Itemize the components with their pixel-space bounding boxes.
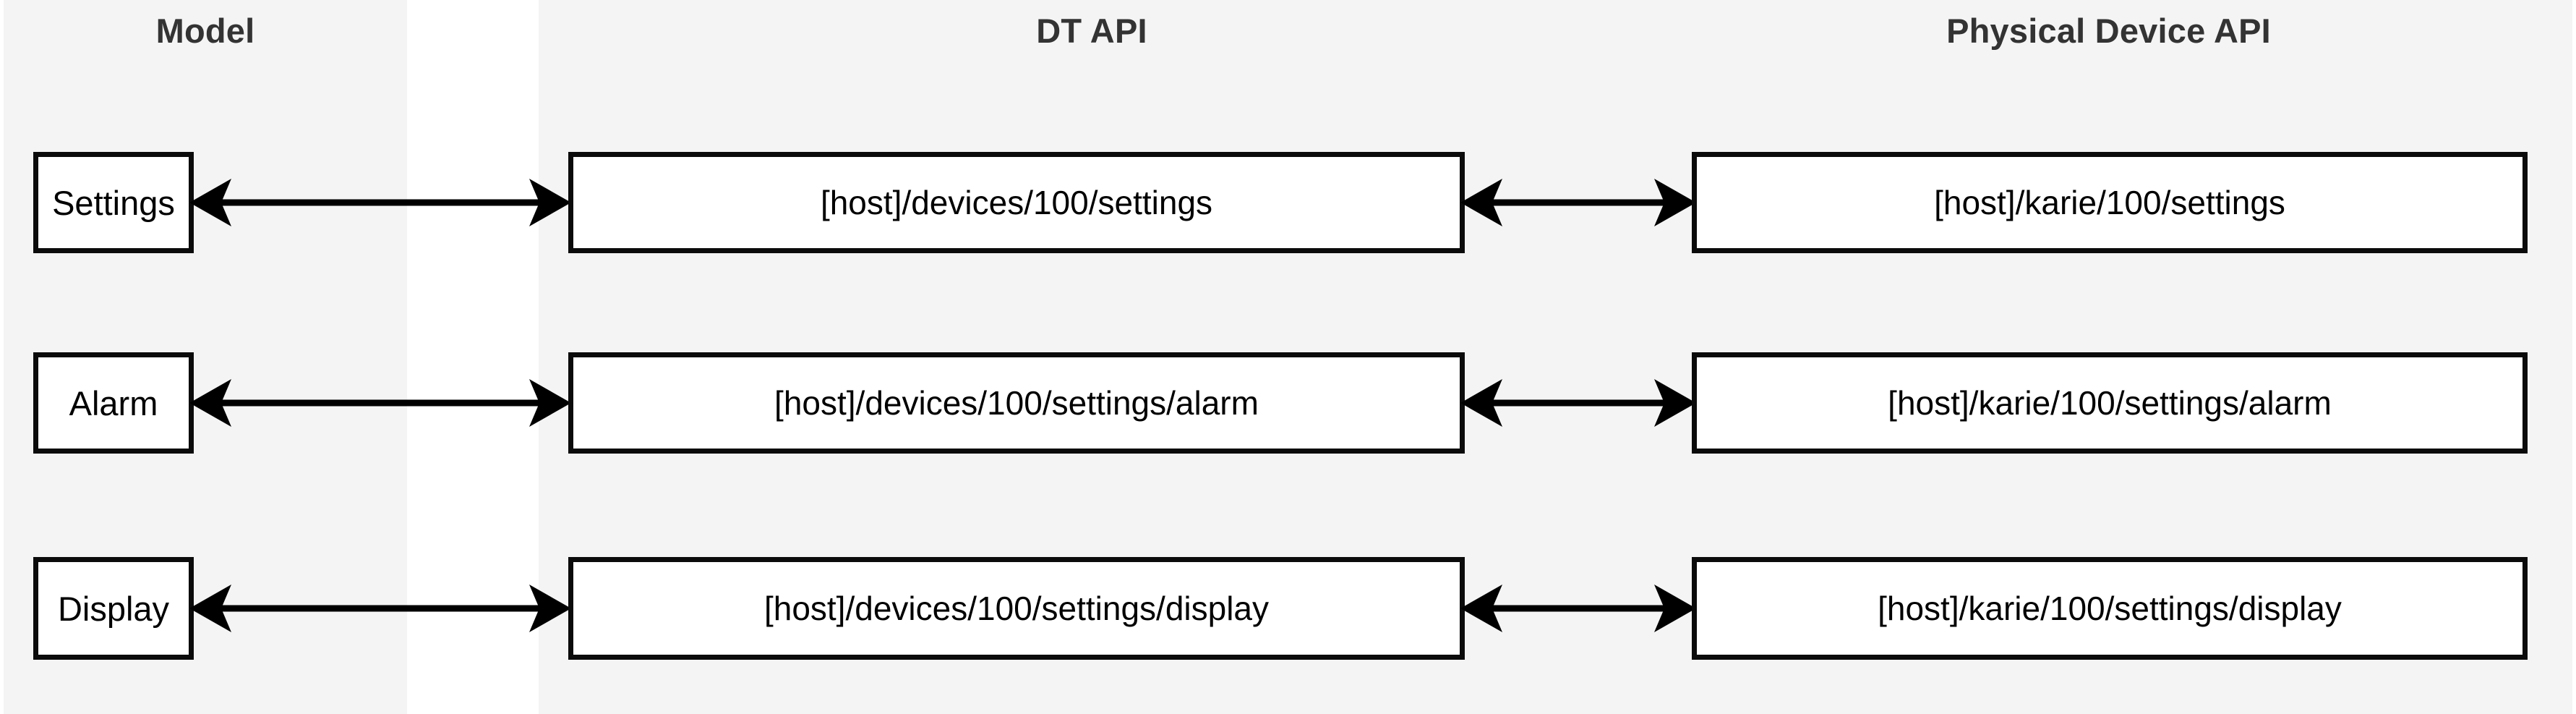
physical-device-api-box-display[interactable]: [host]/karie/100/settings/display [1692,557,2528,660]
dt-api-box-settings[interactable]: [host]/devices/100/settings [568,152,1465,253]
column-header-model: Model [155,12,255,50]
dt-api-box-display[interactable]: [host]/devices/100/settings/display [568,557,1465,660]
model-box-alarm[interactable]: Alarm [33,352,194,454]
physical-device-api-box-settings[interactable]: [host]/karie/100/settings [1692,152,2528,253]
model-box-display[interactable]: Display [33,557,194,660]
column-header-physical-device-api: Physical Device API [1946,12,2271,50]
column-header-dt-api: DT API [1036,12,1147,50]
dt-api-box-alarm[interactable]: [host]/devices/100/settings/alarm [568,352,1465,454]
model-box-settings[interactable]: Settings [33,152,194,253]
physical-device-api-box-alarm[interactable]: [host]/karie/100/settings/alarm [1692,352,2528,454]
